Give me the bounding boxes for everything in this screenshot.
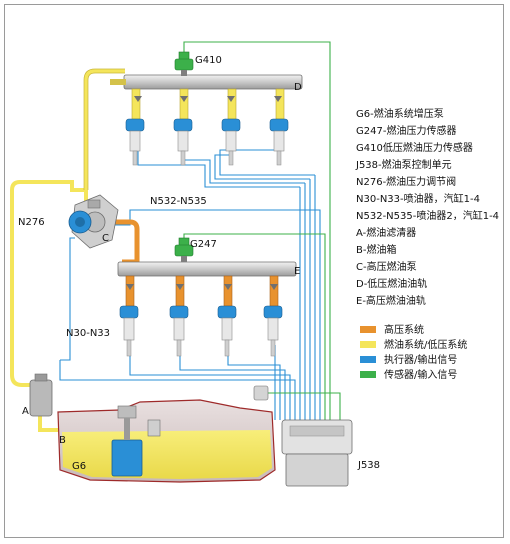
injector [221, 88, 241, 166]
component-key: G6-燃油系统增压泵 G247-燃油压力传感器 G410低压燃油压力传感器 J5… [355, 107, 499, 307]
injector [125, 88, 145, 166]
label-g6: G6 [72, 461, 86, 472]
injector [173, 88, 193, 166]
g6-pump [111, 405, 143, 477]
key-item: D-低压燃油油轨 [356, 277, 427, 290]
legend-swatch [360, 371, 376, 378]
injectors-n30-n33 [119, 275, 283, 357]
flow-arrows [126, 96, 282, 290]
low-pressure-lines-edge [83, 68, 125, 190]
high-pressure-pump [71, 194, 119, 249]
n276-valve [68, 210, 92, 234]
legend-label: 燃油系统/低压系统 [384, 338, 467, 351]
label-b: B [59, 435, 66, 446]
legend-swatch [360, 341, 376, 348]
label-j538: J538 [357, 460, 380, 471]
key-item: J538-燃油泵控制单元 [355, 158, 452, 171]
diagram-frame [4, 4, 504, 538]
color-legend: 高压系统 燃油系统/低压系统 执行器/输出信号 传感器/输入信号 [360, 323, 467, 381]
injectors-n532-n535 [125, 88, 289, 166]
g247-sensor [174, 237, 194, 262]
sensor-wiring [183, 41, 341, 420]
j538-control-unit [281, 419, 353, 487]
injector [217, 275, 237, 357]
actuator-wiring [59, 132, 321, 431]
fuel-tank [57, 399, 276, 483]
low-pressure-rail [110, 74, 303, 90]
high-pressure-rail [117, 261, 297, 277]
key-item: A-燃油滤清器 [356, 226, 416, 239]
key-item: N276-燃油压力调节阀 [356, 175, 456, 188]
component-labels: G410 D G247 E N276 C N532-N535 N30-N33 A… [18, 55, 380, 472]
injector [169, 275, 189, 357]
label-c: C [102, 233, 109, 244]
injector [119, 275, 139, 357]
high-pressure-line [110, 219, 140, 265]
key-item: B-燃油箱 [356, 243, 396, 256]
label-g410: G410 [195, 55, 222, 66]
fuel-filter [29, 373, 53, 417]
g410-sensor [174, 51, 194, 76]
key-item: E-高压燃油油轨 [356, 294, 426, 307]
key-item: N30-N33-喷油器，汽缸1-4 [356, 192, 480, 205]
label-n276: N276 [18, 217, 45, 228]
legend-label: 执行器/输出信号 [384, 353, 457, 366]
legend-label: 高压系统 [384, 323, 424, 336]
legend-swatch [360, 356, 376, 363]
label-n532-n535: N532-N535 [150, 196, 207, 207]
key-item: G247-燃油压力传感器 [356, 124, 456, 137]
key-item: G410低压燃油压力传感器 [356, 141, 473, 154]
injector [269, 88, 289, 166]
label-g247: G247 [190, 239, 217, 250]
label-d: D [294, 82, 302, 93]
tank-sensor-connector [253, 385, 269, 401]
injector [263, 275, 283, 357]
key-item: C-高压燃油泵 [356, 260, 417, 273]
label-n30-n33: N30-N33 [66, 328, 110, 339]
legend-swatch [360, 326, 376, 333]
label-a: A [22, 406, 29, 417]
key-item: N532-N535-喷油器2，汽缸1-4 [356, 209, 499, 222]
low-pressure-lines [10, 69, 125, 432]
key-item: G6-燃油系统增压泵 [356, 107, 444, 120]
label-e: E [294, 266, 300, 277]
legend-label: 传感器/输入信号 [384, 368, 457, 381]
